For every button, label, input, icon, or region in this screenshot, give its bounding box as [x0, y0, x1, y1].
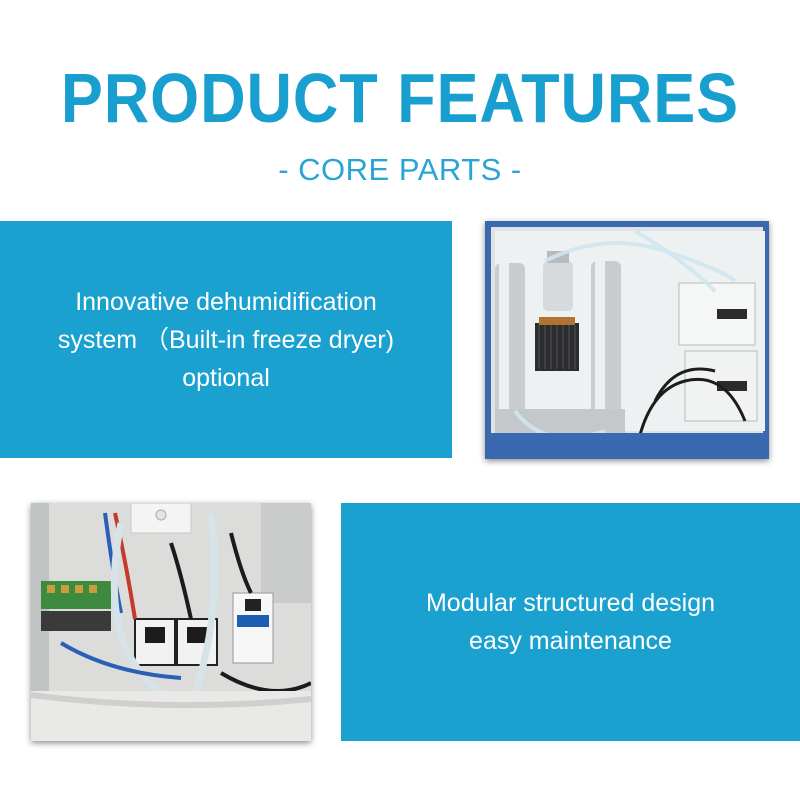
page-subtitle: - CORE PARTS -	[278, 152, 522, 187]
feature-text-line: optional	[182, 363, 270, 392]
feature-panel-dehumidification: Innovative dehumidification system （Buil…	[0, 221, 452, 458]
feature-text-line: Modular structured design	[425, 589, 716, 617]
feature-text-line: Innovative dehumidification	[75, 287, 377, 316]
modular-design-photo	[31, 503, 311, 741]
feature-panel-modular-design: Modular structured design easy maintenan…	[341, 503, 800, 741]
page-title: PRODUCT FEATURES	[60, 59, 740, 137]
dehumidification-system-photo	[485, 221, 769, 459]
feature-text-line: easy maintenance	[469, 627, 672, 655]
feature-text-line: system （Built-in freeze dryer)	[57, 325, 395, 354]
